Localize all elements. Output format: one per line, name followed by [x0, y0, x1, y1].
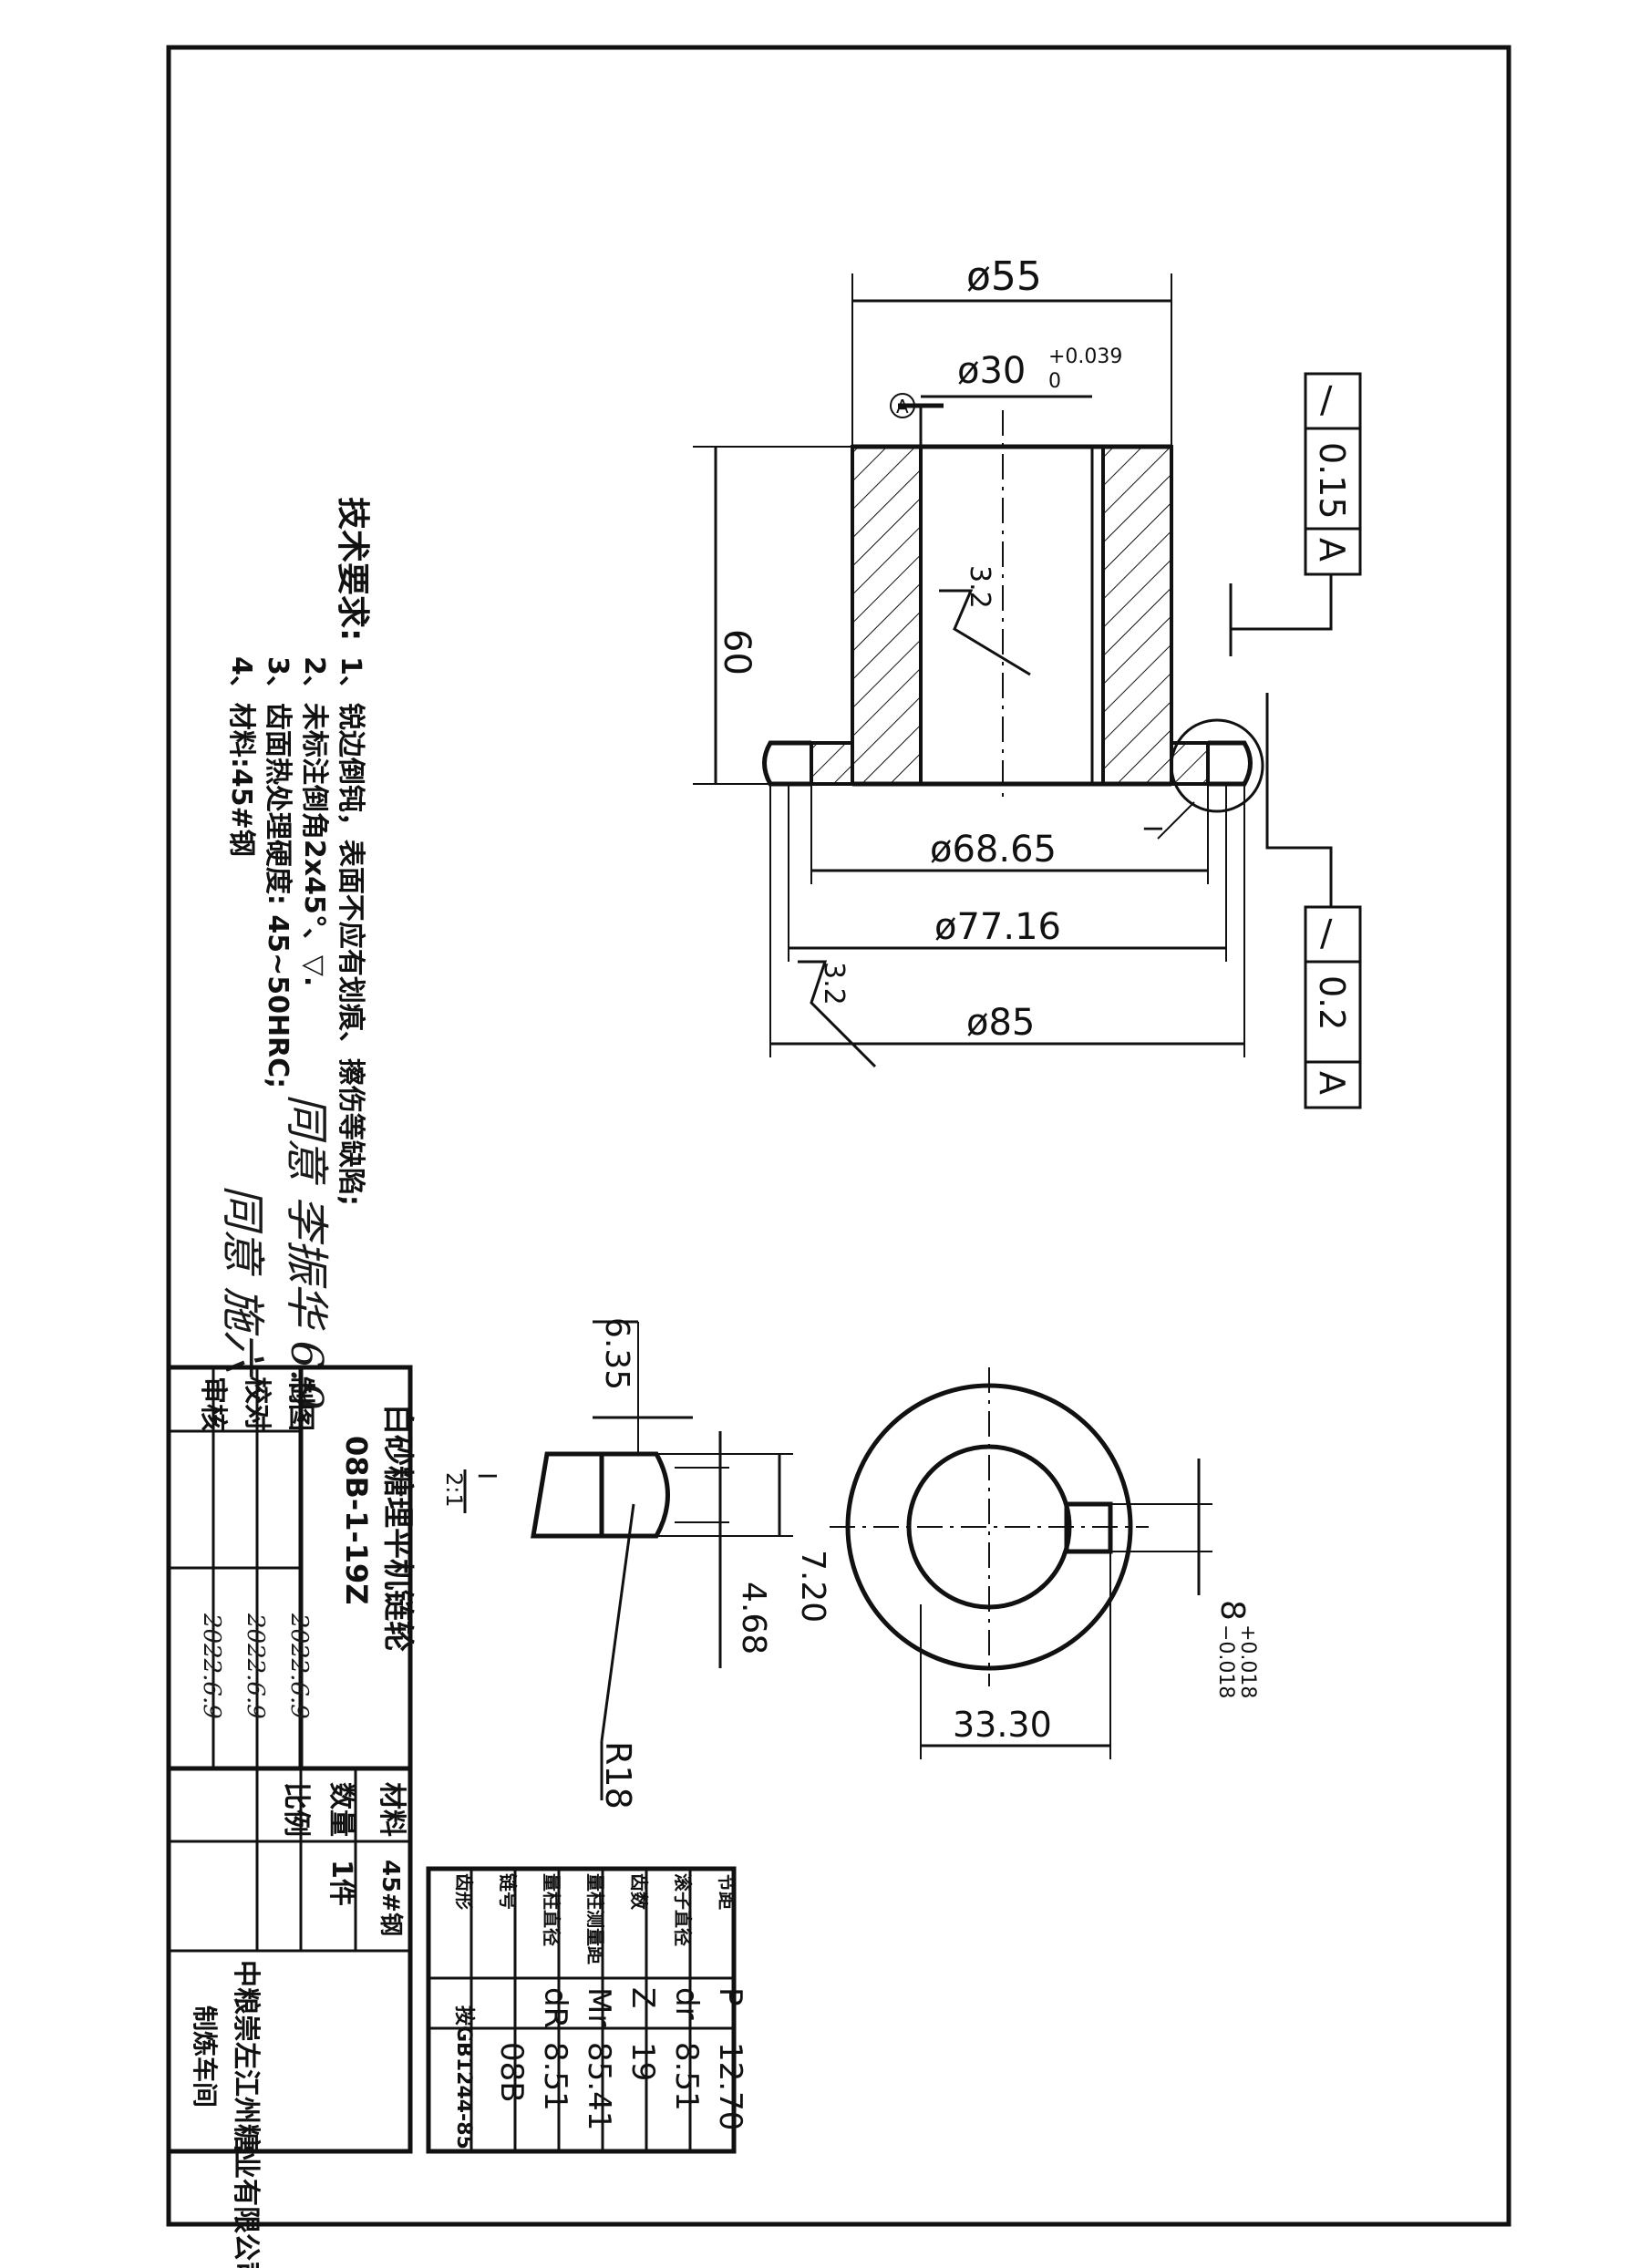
dim-bore: ø30: [957, 350, 1026, 392]
dim-tooth-b: 7.20: [794, 1550, 831, 1623]
hub-wall-right: [1101, 445, 1173, 786]
row-pitch-value: 12.70: [712, 2042, 748, 2130]
tol2-value: 0.2: [1312, 975, 1352, 1030]
role-review: 审核: [197, 1376, 229, 1431]
dim-keyway-lower: −0.018: [1214, 1624, 1237, 1698]
role-draw: 制图: [284, 1376, 316, 1431]
row-chain-label: 链号: [497, 1873, 519, 1910]
row-pitch-symbol: P: [712, 1987, 748, 2006]
tech-item-4: 4、材料:45#钢: [225, 656, 257, 857]
dim-bore-upper: +0.039: [1048, 345, 1122, 368]
material-value: 45#钢: [377, 1860, 404, 1936]
company-dept: 制炼车间: [190, 2005, 220, 2108]
flange-right: [1170, 741, 1210, 786]
dim-outer-top: ø55: [966, 253, 1042, 300]
tolerance-frame-1: ∕ 0.15 A: [1304, 372, 1362, 576]
dim-outside-dia: ø85: [966, 1002, 1035, 1044]
row-pin-label: 量柱直径: [541, 1873, 562, 1946]
row-pitch-label: 节距: [716, 1873, 738, 1910]
dim-pitch-dia: ø77.16: [934, 906, 1061, 948]
dim-keyway-width: 8: [1213, 1600, 1251, 1621]
detail-scale-num: I: [472, 1472, 502, 1479]
tol2-symbol: ∕: [1320, 912, 1333, 954]
dim-bore-lower: 0: [1048, 370, 1061, 393]
tech-item-2: 2、未标注倒角2x45°、▽.: [298, 656, 330, 986]
tech-heading: 技术要求:: [334, 497, 371, 641]
material-label: 材料: [376, 1782, 408, 1837]
handwritten-approval-1: 同意 李振华 6.9: [281, 1094, 332, 1410]
dim-keyway-depth: 33.30: [953, 1705, 1052, 1745]
tol2-datum: A: [1312, 1071, 1352, 1095]
tech-item-3: 3、齿面热处理硬度: 45~50HRC;: [262, 656, 294, 1088]
front-view: 8 +0.018 −0.018 33.30: [830, 1367, 1259, 1759]
hub-wall-left: [851, 445, 923, 786]
row-measure-symbol: Mr: [581, 1987, 617, 2026]
tol1-value: 0.15: [1312, 442, 1352, 520]
row-chain-value: 08B: [493, 2042, 530, 2103]
row-profile-label: 齿形: [453, 1873, 475, 1910]
part-name: 白砂糖理平机链轮: [379, 1404, 416, 1652]
sprocket-table: 节距 P 12.70 滚子直径 dr 8.51 齿数 Z 19 量柱测量距 Mr…: [426, 1866, 748, 2154]
title-block: 白砂糖理平机链轮 08B-1-19Z 制图 校对 审核 2022.6.9 202…: [166, 1365, 416, 2268]
role-check: 校对: [241, 1376, 273, 1431]
drawing-border: [166, 45, 1511, 2227]
row-measure-label: 量柱测量距: [584, 1873, 606, 1964]
dim-height: 60: [716, 629, 758, 675]
row-teeth-symbol: Z: [624, 1987, 661, 2008]
part-code: 08B-1-19Z: [339, 1436, 374, 1604]
section-view: A ø55 ø30 +0.039 0 60 3.2 ø68.65 ø77.16: [693, 253, 1333, 1068]
dim-keyway-upper: +0.018: [1236, 1624, 1259, 1698]
tech-requirements: 技术要求: 1、锐边倒钝，表面不应有划痕、擦伤等缺陷; 2、未标注倒角2x45°…: [225, 497, 371, 1206]
row-teeth-value: 19: [624, 2042, 661, 2081]
tol1-symbol: ∕: [1320, 379, 1333, 421]
quantity-label: 数量: [325, 1782, 357, 1837]
dim-root-dia: ø68.65: [930, 829, 1057, 871]
tol1-datum: A: [1312, 538, 1352, 562]
dim-tooth-a: 6.35: [598, 1317, 635, 1390]
flange-left: [810, 741, 854, 786]
company-name: 中粮崇左江州糖业有限公司: [230, 1960, 262, 2268]
datum-a-marker: [890, 393, 915, 418]
detail-circle: [1170, 718, 1264, 813]
row-profile-value: 按GB1244-85: [452, 2005, 476, 2149]
row-teeth-label: 齿数: [628, 1873, 650, 1911]
datum-a-letter: A: [896, 396, 909, 418]
quantity-value: 1件: [325, 1860, 357, 1906]
row-roller-label: 滚子直径: [672, 1873, 694, 1946]
date-check: 2022.6.9: [242, 1613, 269, 1719]
handwritten-approval-2: 同意 施六: [217, 1185, 268, 1378]
tech-item-1: 1、锐边倒钝，表面不应有划痕、擦伤等缺陷;: [335, 656, 366, 1206]
row-roller-symbol: dr: [668, 1987, 705, 2020]
roughness-face: 3.2: [818, 962, 850, 1005]
detail-view: 7.20 4.68 6.35 R18 I 2:1: [441, 1317, 831, 1809]
dim-tooth-radius: R18: [598, 1741, 638, 1809]
date-draw: 2022.6.9: [285, 1613, 313, 1719]
dim-tooth-c: 4.68: [735, 1582, 772, 1655]
row-pin-value: 8.51: [537, 2042, 573, 2111]
roughness-bore: 3.2: [964, 565, 996, 609]
date-review: 2022.6.9: [198, 1613, 225, 1719]
scale-label: 比例: [280, 1782, 312, 1837]
row-roller-value: 8.51: [668, 2042, 705, 2111]
detail-scale-den: 2:1: [441, 1472, 467, 1508]
tolerance-frame-2: ∕ 0.2 A: [1304, 905, 1362, 1109]
row-pin-symbol: dR: [537, 1987, 573, 2028]
detail-label: I: [1138, 825, 1168, 832]
row-measure-value: 85.41: [581, 2042, 617, 2130]
